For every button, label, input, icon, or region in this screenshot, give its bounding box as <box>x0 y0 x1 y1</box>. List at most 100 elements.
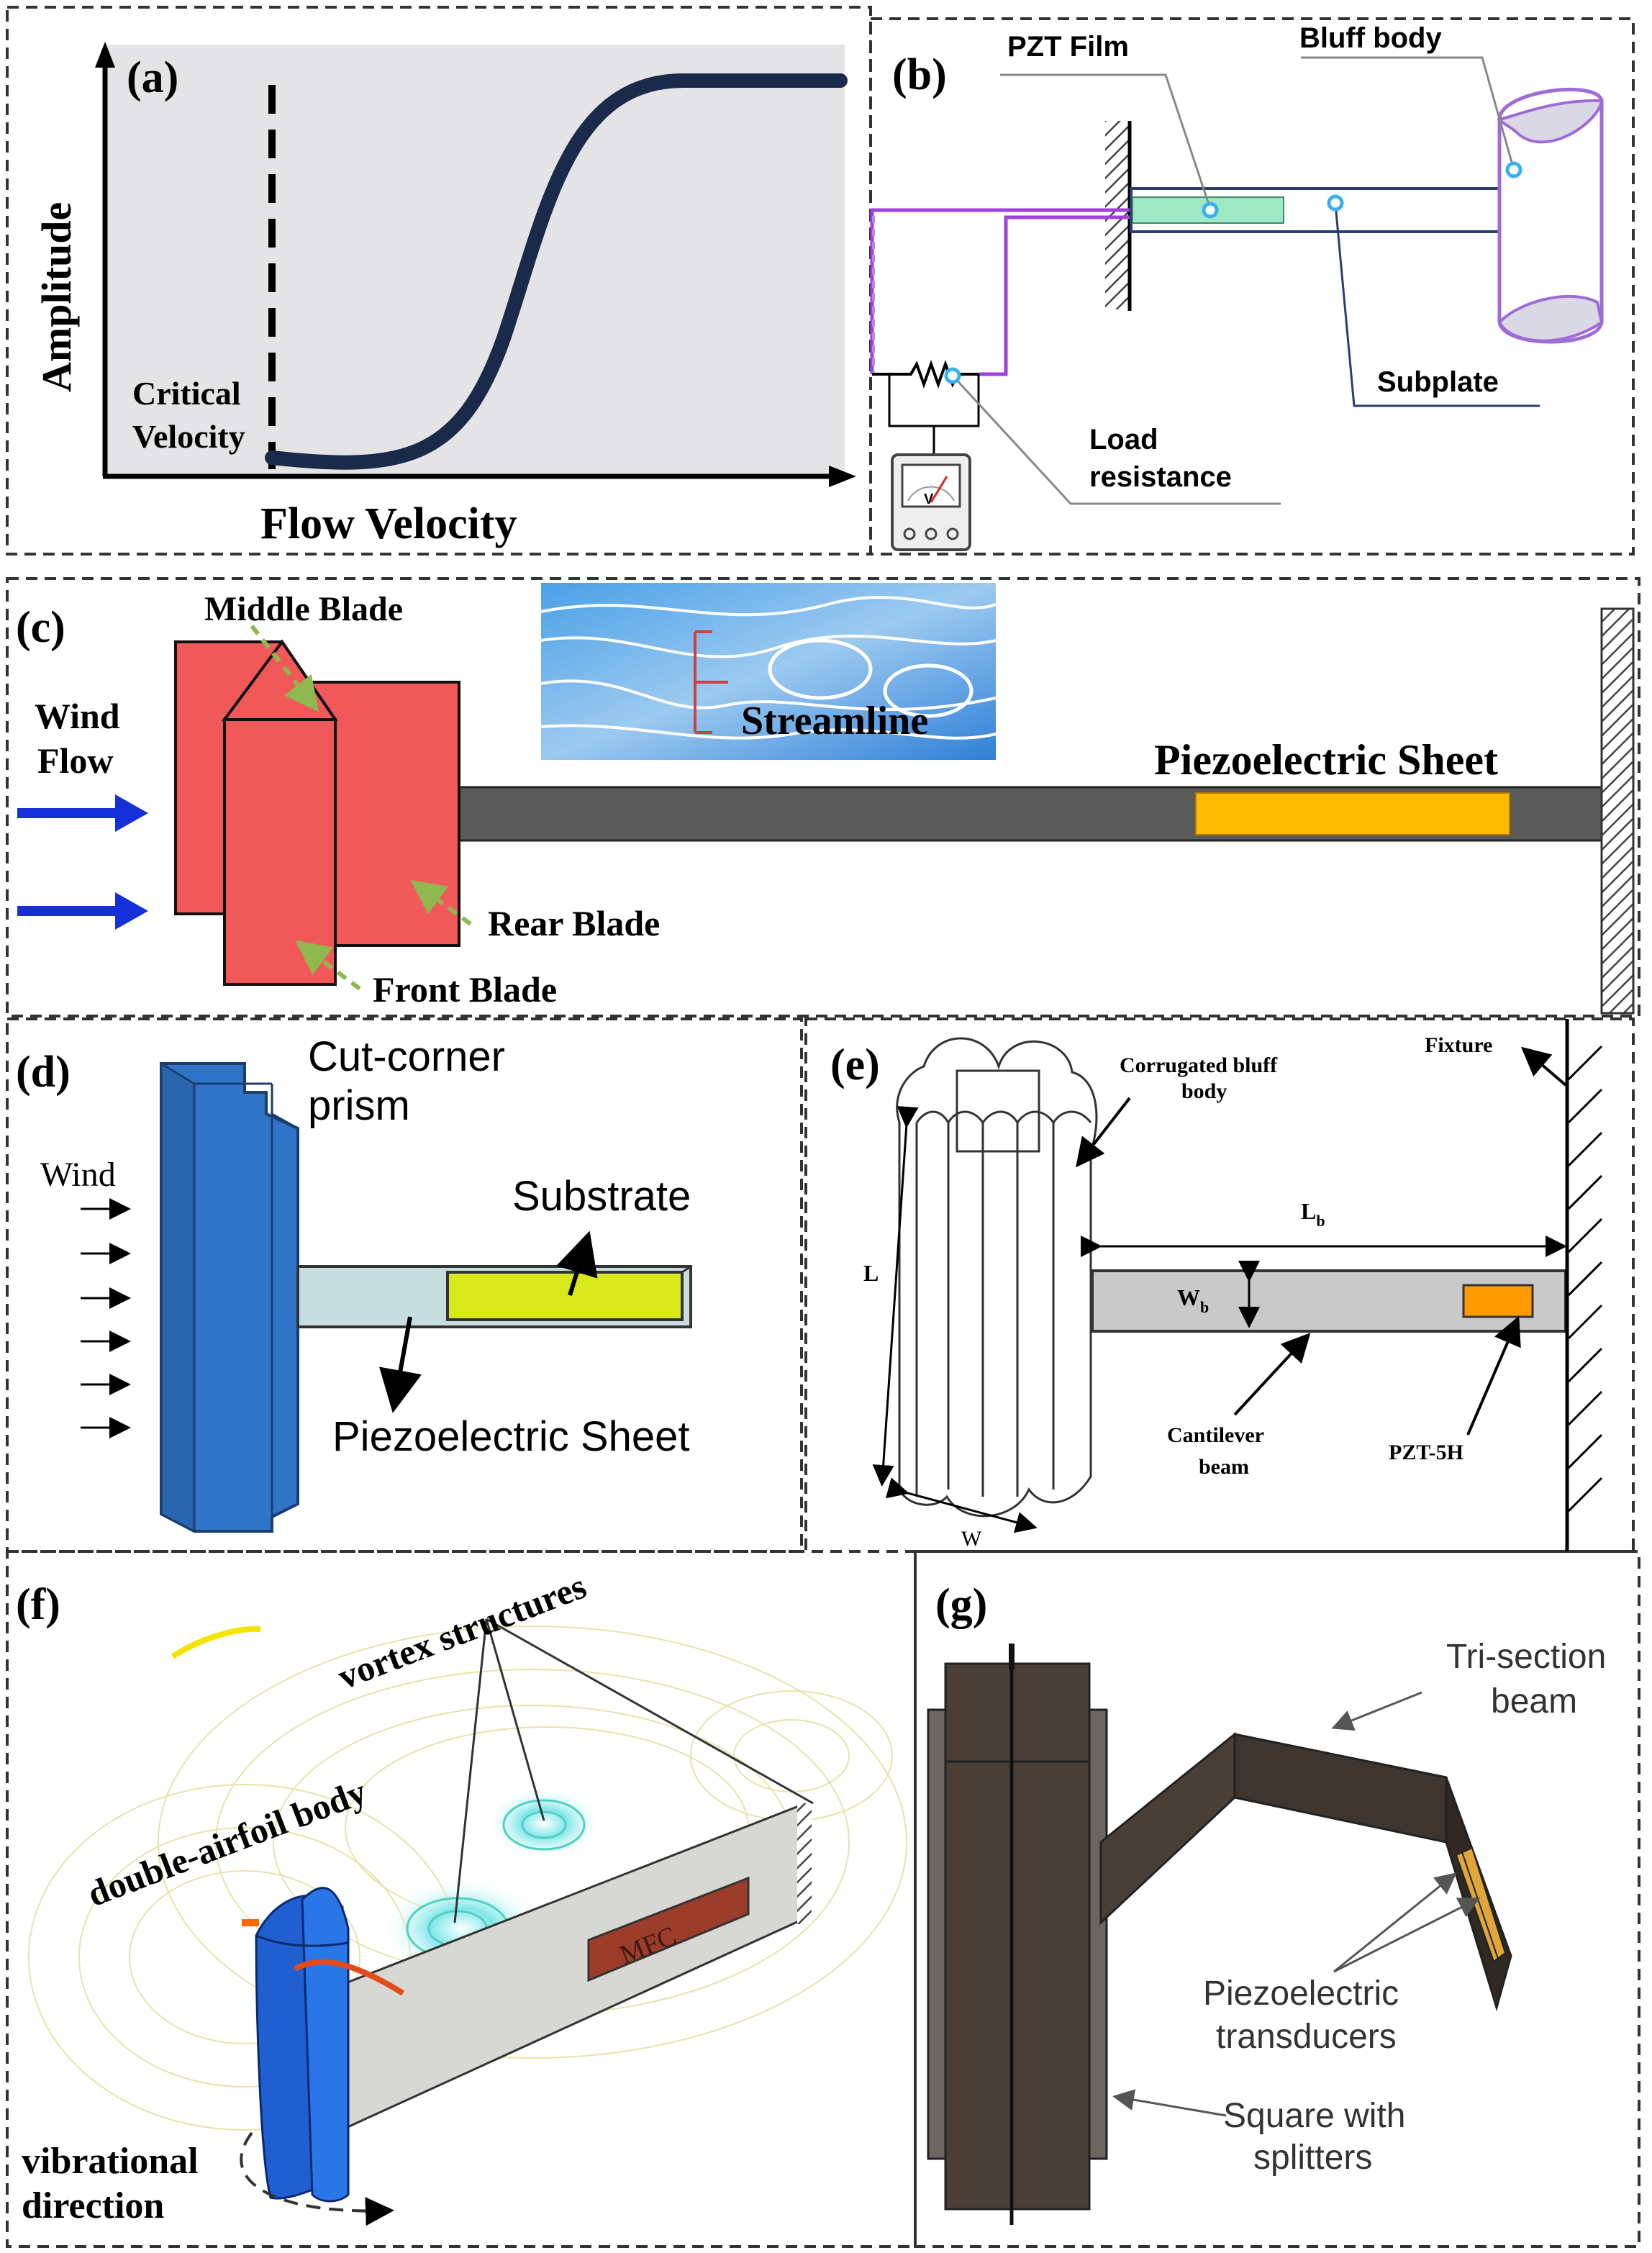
streamline-image <box>540 583 997 760</box>
corrugated-label-2: body <box>1181 1079 1227 1103</box>
vortex-leader-2 <box>485 1618 545 1821</box>
front-blade-label: Front Blade <box>373 969 557 1010</box>
piezo-sheet-label-d: Piezoelectric Sheet <box>332 1413 689 1460</box>
square-with-splitters <box>927 1644 1108 2225</box>
critical-velocity-label-1: Critical <box>132 375 241 412</box>
square-label-1: Square with <box>1223 2097 1405 2135</box>
panel-d-label: (d) <box>16 1048 71 1097</box>
W-dimension <box>885 1477 1038 1533</box>
panel-a-label: (a) <box>127 53 178 102</box>
cantilever-label-1: Cantilever <box>1167 1423 1264 1447</box>
corrugated-arrow <box>1076 1097 1131 1168</box>
vibrational-label-2: direction <box>22 2185 164 2226</box>
tri-beam-section-2 <box>1233 1733 1448 1844</box>
piezo-leader-1 <box>1333 1872 1457 1973</box>
panel-e-border <box>804 1017 1635 1553</box>
yellow-streak <box>171 1626 261 1659</box>
panel-b: (b) V <box>869 17 1635 556</box>
wind-label: Wind <box>40 1156 116 1194</box>
x-axis-arrowhead <box>829 466 856 487</box>
pzt-5h-patch <box>1462 1284 1534 1318</box>
panel-c-border <box>6 577 1640 1017</box>
load-label-1: Load <box>1089 424 1158 455</box>
tri-label-2: beam <box>1491 1682 1577 1721</box>
cut-corner-prism <box>160 1061 299 1533</box>
piezoelectric-sheet <box>1195 792 1510 835</box>
amplitude-curve <box>265 73 848 470</box>
clamp-wall-hatch <box>1600 607 1635 1015</box>
substrate-label: Substrate <box>512 1173 691 1220</box>
bluff-dot <box>1505 161 1522 178</box>
double-airfoil-body <box>255 1887 350 2203</box>
stagnation-glow <box>294 1959 405 1996</box>
bluff-body-bottom-cut <box>1497 294 1604 343</box>
square-leader <box>1112 2089 1227 2117</box>
panel-e: (e) <box>804 1017 1635 1553</box>
substrate-yellow-layer <box>446 1271 684 1321</box>
voltmeter-symbol: V <box>924 491 934 507</box>
bluff-body-label: Bluff body <box>1299 22 1442 54</box>
bluff-leader <box>1301 56 1515 171</box>
panel-a: (a) Amplitude Flow Velocity Critical Vel… <box>6 6 872 556</box>
subplate-dot <box>1327 194 1344 212</box>
beam-side-edge <box>681 1265 691 1274</box>
wind-arrow-icon <box>17 794 148 930</box>
panel-a-border <box>6 6 872 556</box>
streamline-label: Streamline <box>741 699 928 743</box>
fixture-label: Fixture <box>1425 1033 1492 1057</box>
corrugated-bluff-body <box>896 1037 1098 1518</box>
cantilever-label-2: beam <box>1199 1455 1249 1479</box>
mfc-patch <box>587 1876 750 1982</box>
front-blade <box>223 718 337 986</box>
middle-blade-label: Middle Blade <box>204 590 403 628</box>
piezo-transducers <box>1455 1846 1507 1963</box>
panel-b-label: (b) <box>892 50 947 99</box>
tri-beam-section-1 <box>1099 1731 1236 1926</box>
panel-g: (g) Tri-section beam Piezoelectric trans… <box>914 1550 1640 2248</box>
pzt-film-label: PZT Film <box>1007 31 1129 63</box>
substrate-arrow <box>556 1230 598 1296</box>
x-axis-label: Flow Velocity <box>260 499 517 548</box>
panel-e-label: (e) <box>830 1041 880 1089</box>
panel-d: (d) Cut-corner prism Wind Substrate Piez… <box>6 1017 803 1553</box>
plate-clamp-hatch <box>797 1803 812 1924</box>
voltmeter-icon: V <box>891 453 971 551</box>
vortex-leader-1 <box>453 1618 488 1923</box>
panel-g-label: (g) <box>935 1580 987 1629</box>
prism-label-2: prism <box>308 1082 410 1129</box>
Lb-label: Lb <box>1301 1198 1325 1230</box>
prism-label-1: Cut-corner <box>308 1033 505 1080</box>
piezo-transducers-label-2: transducers <box>1216 2018 1397 2056</box>
circuit-wire-outer <box>870 208 1130 374</box>
tri-leader <box>1331 1691 1422 1731</box>
cantilever-arrow <box>1233 1333 1311 1416</box>
piezo-arrow <box>378 1316 422 1413</box>
Wb-label: Wb <box>1177 1284 1209 1316</box>
y-axis-label: Amplitude <box>33 202 80 392</box>
meter-wires <box>888 374 980 427</box>
fixture-hatch <box>1567 1045 1603 1513</box>
W-label: W <box>961 1527 982 1551</box>
pzt5h-label: PZT-5H <box>1389 1441 1463 1464</box>
subplate-leader <box>1334 204 1540 407</box>
pzt5h-arrow <box>1466 1315 1521 1436</box>
wind-flow-label-1: Wind <box>35 696 120 736</box>
load-dot <box>944 367 961 384</box>
bluff-body-top-cut <box>1497 99 1604 144</box>
load-leader <box>951 374 1281 505</box>
piezo-sheet-label: Piezoelectric Sheet <box>1154 736 1498 784</box>
rear-blade-label: Rear Blade <box>488 903 660 943</box>
resistor-icon <box>872 360 979 389</box>
critical-velocity-label-2: Velocity <box>132 418 245 455</box>
pzt-leader <box>1000 73 1212 209</box>
wind-flow-label-2: Flow <box>37 740 114 781</box>
piezo-leader-2 <box>1333 1898 1481 1973</box>
panel-c: (c) Streamline <box>6 577 1640 1017</box>
panel-f-label: (f) <box>16 1580 60 1629</box>
panel-g-border <box>914 1550 1640 2248</box>
square-label-2: splitters <box>1253 2139 1372 2177</box>
vortex-leader-3 <box>486 1618 814 1805</box>
pzt-dot <box>1202 201 1219 219</box>
rear-leader <box>410 879 472 926</box>
